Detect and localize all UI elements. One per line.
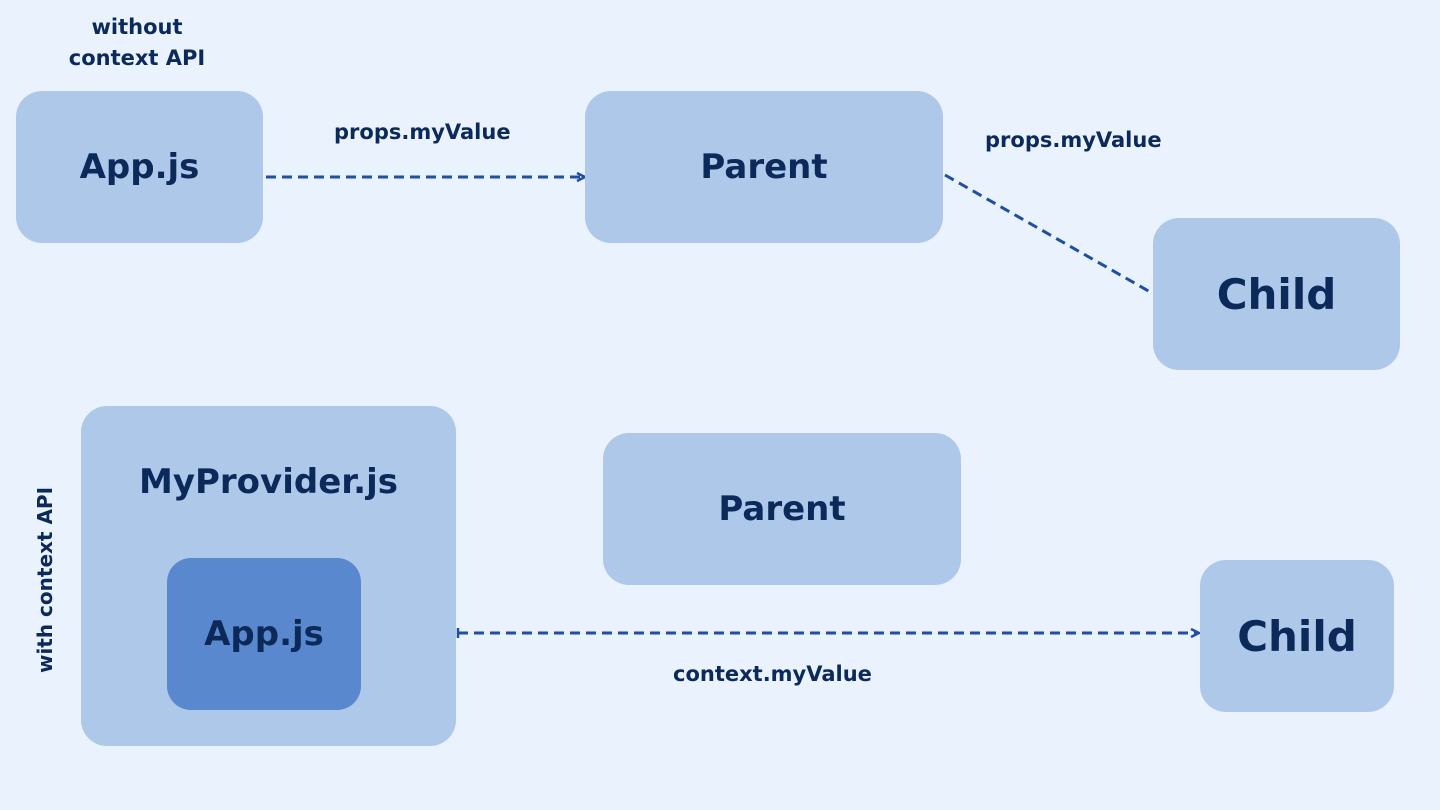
section-label-line1: without: [91, 15, 183, 39]
section-label-without-context: without context API: [62, 12, 212, 74]
connector-parent-to-child: [944, 173, 1153, 295]
bottom-parent-node: Parent: [603, 433, 961, 585]
edge-label-parent-child: props.myValue: [985, 128, 1162, 152]
section-label-with-context: with context API: [33, 486, 57, 674]
section-label-line2: context API: [68, 46, 206, 70]
top-child-label: Child: [1216, 269, 1337, 319]
top-parent-label: Parent: [700, 147, 828, 187]
bottom-child-node: Child: [1200, 560, 1394, 712]
top-app-node: App.js: [16, 91, 263, 243]
provider-label: MyProvider.js: [139, 462, 398, 502]
edge-label-context: context.myValue: [673, 662, 872, 686]
top-app-label: App.js: [79, 147, 200, 187]
bottom-app-node: App.js: [167, 558, 361, 710]
top-parent-node: Parent: [585, 91, 943, 243]
bottom-app-label: App.js: [204, 614, 324, 654]
bottom-parent-label: Parent: [718, 489, 846, 529]
top-child-node: Child: [1153, 218, 1400, 370]
edge-label-app-parent: props.myValue: [334, 120, 511, 144]
bottom-child-label: Child: [1237, 611, 1357, 661]
